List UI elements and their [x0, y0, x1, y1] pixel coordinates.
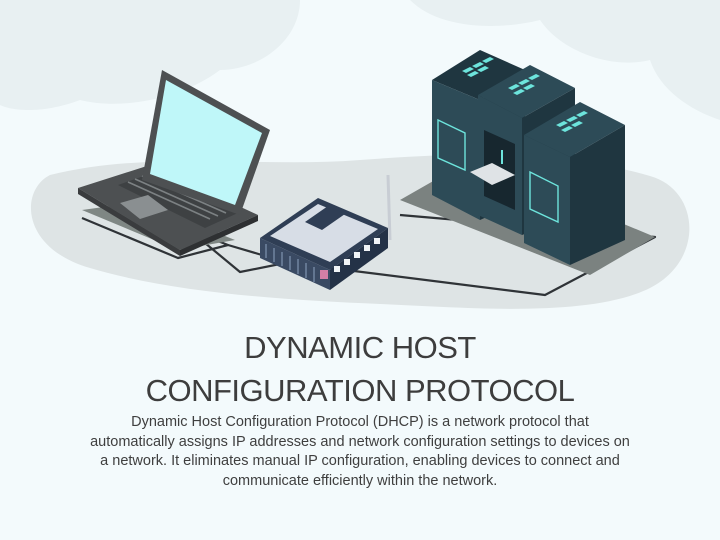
title-line-1: DYNAMIC HOST: [244, 330, 476, 365]
title-line-2: CONFIGURATION PROTOCOL: [145, 373, 575, 408]
description-text: Dynamic Host Configuration Protocol (DHC…: [90, 414, 630, 489]
background-clouds: [0, 0, 720, 120]
page-title: DYNAMIC HOST CONFIGURATION PROTOCOL: [0, 326, 720, 412]
server-rack-icon: [400, 50, 655, 275]
laptop-icon: [78, 70, 270, 256]
router-icon: [260, 174, 392, 290]
